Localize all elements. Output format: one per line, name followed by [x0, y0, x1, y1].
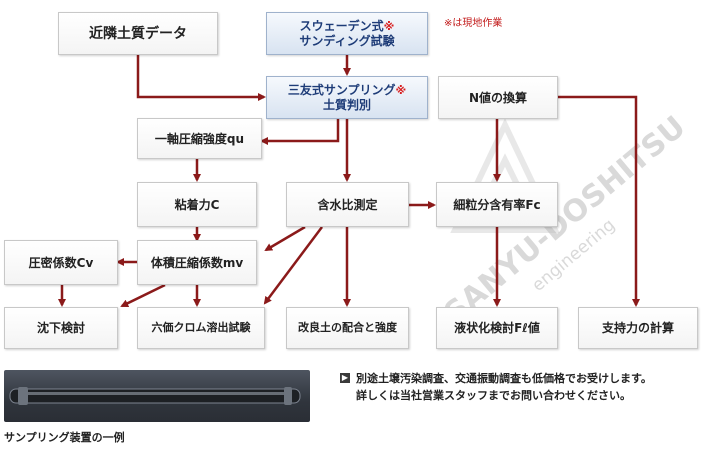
node-kinrin-soil-data: 近隣土質データ: [58, 12, 218, 55]
node-taiseki: 体積圧縮係数mv: [137, 240, 257, 285]
sampling-device-image: [9, 387, 301, 405]
arrow-gansui-rokka: [263, 226, 323, 305]
photo-caption: サンプリング装置の一例: [4, 431, 125, 444]
node-kairyo: 改良土の配合と強度: [286, 307, 409, 349]
info-line2: 詳しくは当社営業スタッフまでお問い合わせください。: [356, 389, 631, 402]
node-ichijiku: 一軸圧縮強度qu: [137, 118, 262, 159]
node-chinka: 沈下検討: [4, 307, 118, 349]
node-mitsu: 圧密係数Cv: [4, 240, 118, 285]
node-rokka-label: 六価クロム溶出試験: [151, 321, 251, 334]
node-rokka: 六価クロム溶出試験: [137, 307, 265, 349]
node-ekijoka: 液状化検討Fℓ値: [436, 307, 558, 349]
node-saryu-label: 細粒分含有率Fc: [453, 197, 541, 212]
node-gansui: 含水比測定: [286, 182, 409, 227]
node-saryu: 細粒分含有率Fc: [436, 182, 558, 227]
node-kinrin-label: 近隣土質データ: [89, 25, 187, 42]
node-nenchaku-label: 粘着力C: [174, 197, 220, 212]
node-nenchaku: 粘着力C: [137, 182, 257, 227]
node-ekijoka-label: 液状化検討Fℓ値: [454, 321, 540, 335]
node-gansui-label: 含水比測定: [317, 197, 378, 212]
node-mitomo-line2: 土質判別: [322, 98, 371, 112]
node-taiseki-label: 体積圧縮係数mv: [150, 255, 244, 270]
node-swedish-line2: サンディング試験: [299, 34, 395, 48]
node-mitomo-sampling: 三友式サンプリング※ 土質判別: [266, 76, 428, 119]
field-work-mark: ※: [383, 20, 395, 33]
node-mitomo-line1: 三友式サンプリング: [287, 83, 396, 97]
sampling-device-photo: [4, 370, 310, 422]
node-shiji-label: 支持力の計算: [601, 321, 674, 335]
arrow-kinrin-mitomo: [136, 55, 266, 101]
node-ichijiku-label: 一軸圧縮強度qu: [154, 131, 245, 146]
arrow-nvalue-shiji: [558, 95, 640, 307]
right-triangle-icon: ▶: [340, 373, 350, 383]
node-n-value: N値の換算: [438, 76, 558, 119]
field-work-note: ※は現地作業: [444, 18, 503, 29]
node-mitsu-label: 圧密係数Cv: [28, 255, 94, 270]
node-chinka-label: 沈下検討: [36, 321, 85, 335]
node-shiji: 支持力の計算: [578, 307, 698, 349]
field-work-mark: ※: [395, 84, 407, 97]
node-swedish-sounding: スウェーデン式※ サンディング試験: [266, 12, 428, 55]
node-swedish-line1: スウェーデン式: [299, 19, 384, 33]
info-line1: 別途土壌汚染調査、交通振動調査も低価格でお受けします。: [356, 372, 652, 385]
arrow-taiseki-chinka: [120, 283, 166, 308]
node-kairyo-label: 改良土の配合と強度: [298, 321, 397, 334]
arrow-mitomo-ichijiku: [260, 119, 340, 145]
info-note: ▶ 別途土壌汚染調査、交通振動調査も低価格でお受けします。 詳しくは当社営業スタ…: [340, 370, 652, 404]
node-n-value-label: N値の換算: [468, 90, 528, 105]
arrow-gansui-taiseki: [264, 225, 306, 252]
